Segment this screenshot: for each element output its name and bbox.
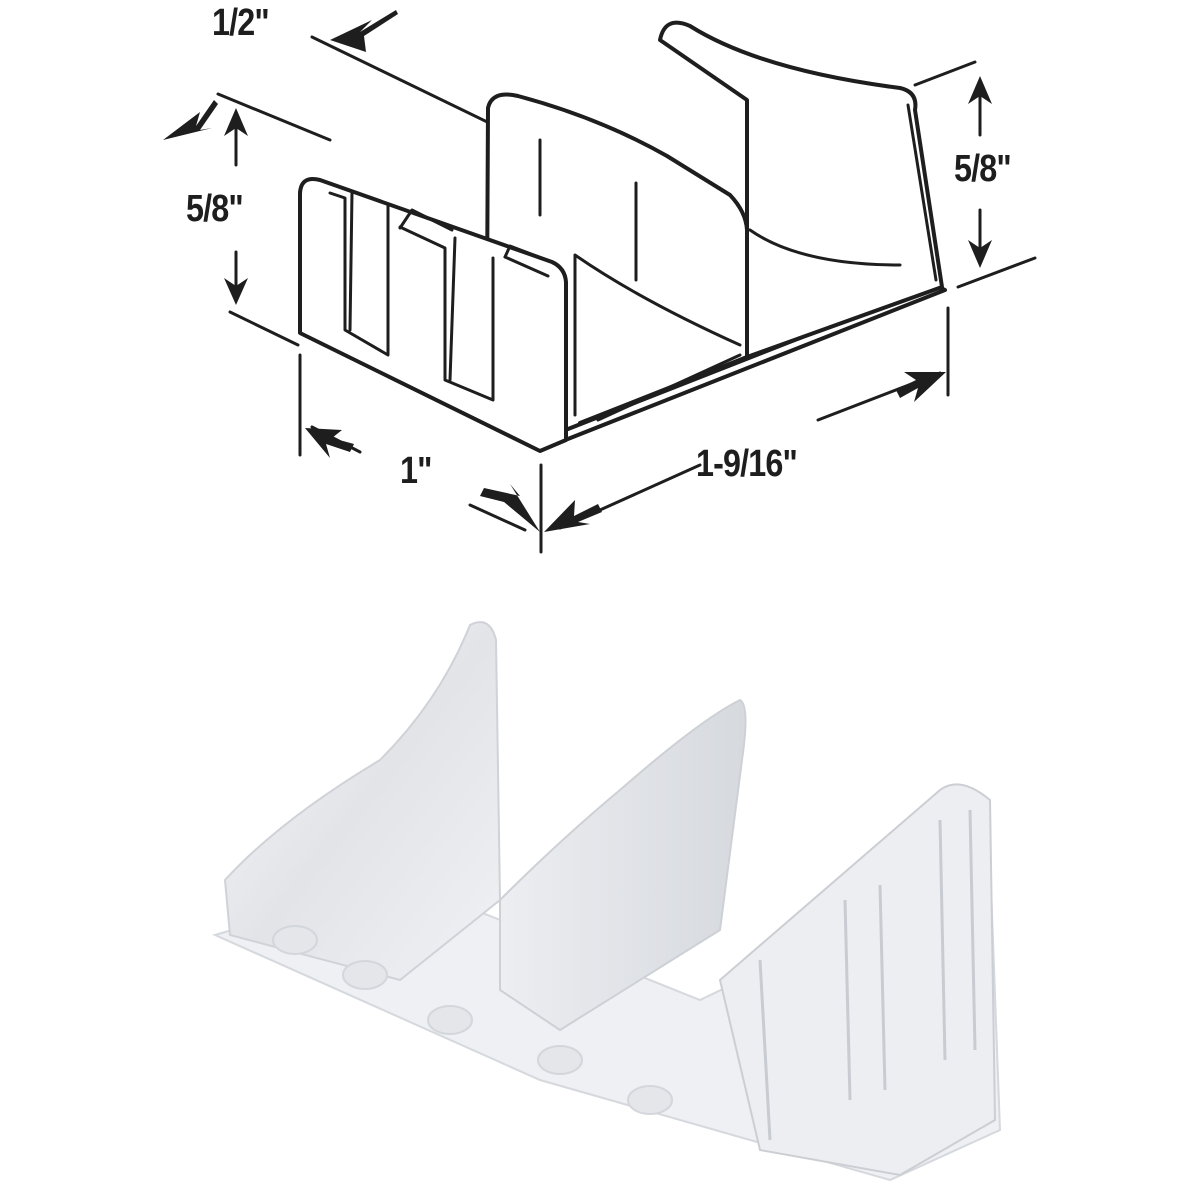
product-photo xyxy=(212,621,1002,1182)
dimension-depth-label: 1/2" xyxy=(212,2,270,44)
dimension-height-left-label: 5/8" xyxy=(186,188,244,230)
dimension-height-right-label: 5/8" xyxy=(954,148,1012,190)
part-outline xyxy=(298,20,947,453)
dimension-length-label: 1-9/16" xyxy=(696,443,798,485)
dimension-arrows xyxy=(163,10,992,532)
dimension-width-label: 1" xyxy=(400,450,432,492)
part-details xyxy=(328,103,938,422)
line-drawing xyxy=(163,10,1037,554)
